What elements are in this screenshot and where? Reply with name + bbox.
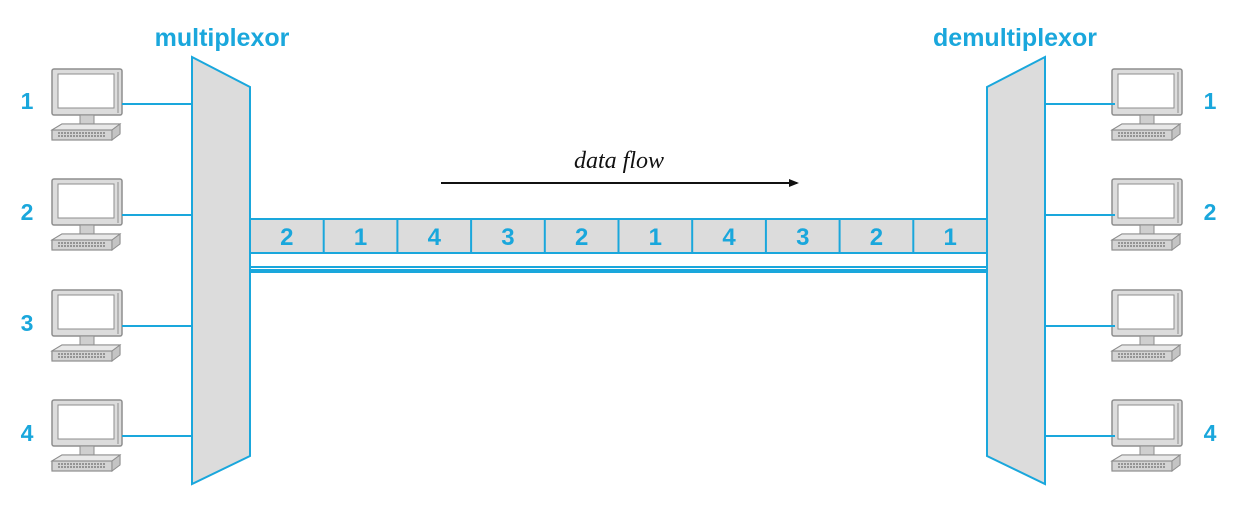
left-terminal-label-4: 4 (21, 420, 34, 446)
computer-icon (51, 68, 123, 141)
link-gap (249, 252, 988, 268)
stream-slot-10: 1 (943, 224, 956, 251)
stream-slot-4: 3 (501, 224, 514, 251)
stream-slots: 2 1 4 3 2 1 4 3 2 1 (280, 219, 957, 253)
left-terminal-label-2: 2 (21, 199, 34, 225)
right-connections (1045, 103, 1115, 437)
stream-slot-1: 2 (280, 224, 293, 251)
right-terminal-label-4: 4 (1204, 420, 1217, 446)
stream-slot-3: 4 (428, 224, 442, 251)
computer-icon (51, 178, 123, 251)
multiplexor-block (191, 55, 251, 486)
stream-slot-6: 1 (649, 224, 662, 251)
left-computer-1 (51, 68, 123, 141)
left-computer-2 (51, 178, 123, 251)
right-terminal-label-2: 2 (1204, 199, 1217, 225)
right-terminal-label-1: 1 (1204, 88, 1217, 114)
left-computer-4 (51, 399, 123, 472)
computer-icon (1111, 289, 1183, 362)
stream-slot-9: 2 (870, 224, 883, 251)
left-connections (122, 103, 192, 437)
computer-icon (51, 289, 123, 362)
shared-link: 2 1 4 3 2 1 4 3 2 1 (249, 218, 988, 273)
left-computer-3 (51, 289, 123, 362)
right-computer-1 (1111, 68, 1183, 141)
stream-slot-8: 3 (796, 224, 809, 251)
right-computer-4 (1111, 399, 1183, 472)
left-terminal-label-3: 3 (21, 310, 34, 336)
computer-icon (1111, 399, 1183, 472)
data-flow-label: data flow (574, 148, 664, 174)
computer-icon (1111, 178, 1183, 251)
multiplexor-title: multiplexor (155, 24, 290, 52)
right-computer-3 (1111, 289, 1183, 362)
stream-slot-5: 2 (575, 224, 588, 251)
stream-slot-2: 1 (354, 224, 367, 251)
right-computer-2 (1111, 178, 1183, 251)
demultiplexor-title: demultiplexor (933, 24, 1097, 52)
left-terminal-label-1: 1 (21, 88, 34, 114)
demultiplexor-block (986, 55, 1046, 486)
stream-slot-7: 4 (722, 224, 736, 251)
computer-icon (51, 399, 123, 472)
computer-icon (1111, 68, 1183, 141)
